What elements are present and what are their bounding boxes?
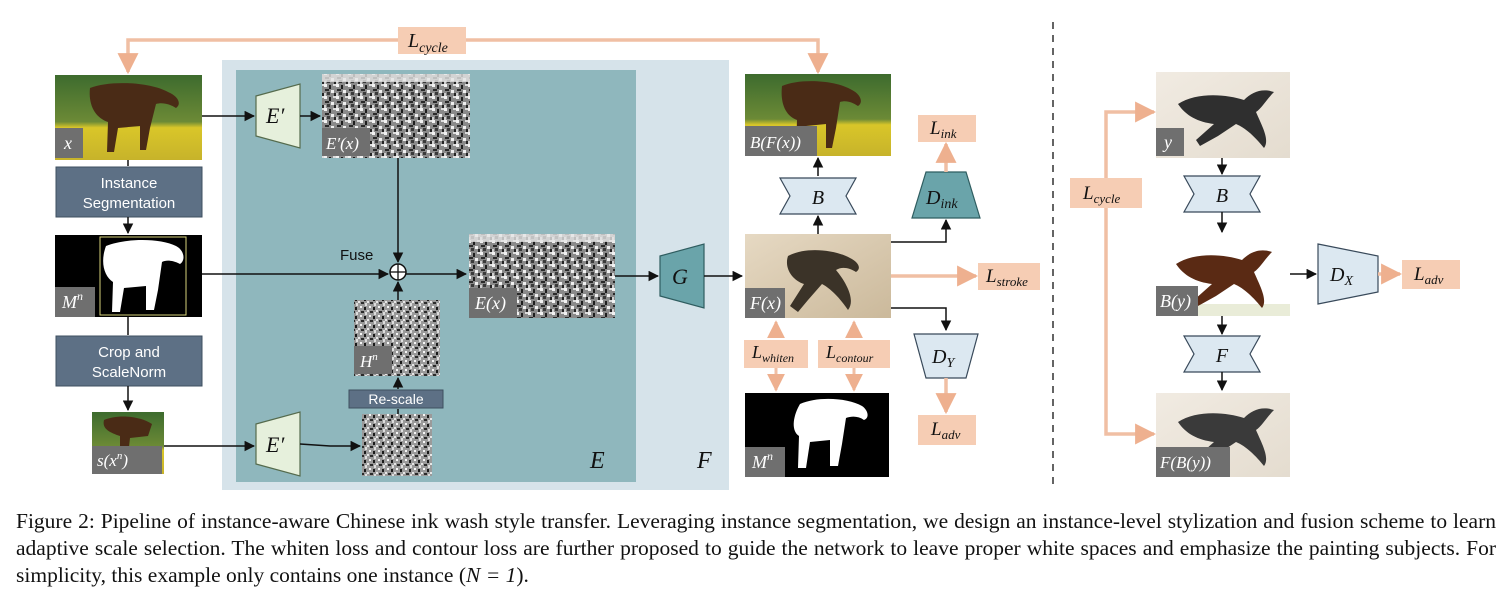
loss-cycle-top-box [398,27,466,54]
cycle-right-arrow-bottom [1104,208,1157,445]
loss-adv-mid-box [918,415,976,445]
mask-image-mn: Mn [55,235,202,317]
region-e-label: E [589,448,605,474]
encoder-top-block [255,83,301,149]
b-block-middle [778,177,858,215]
seg-box-line2: Segmentation [83,195,176,212]
crop-box-line1: Crop and [98,344,160,361]
encoder-top-label: E′ [265,103,285,128]
scaled-instance-image: s(xn) [92,412,164,474]
d-x-block [1317,243,1379,305]
fuse-operator [389,263,407,281]
feature-map-small [362,414,432,476]
ink-image-y: y [1156,72,1290,158]
loss-contour: Lcontour [825,342,874,365]
input-image-x: x [55,75,202,160]
svg-text:E(x): E(x) [474,293,506,314]
encoder-bottom-label: E′ [265,432,285,457]
d-x-label: DX [1329,264,1353,289]
d-ink-block [911,171,981,219]
caption-tail: ). [516,563,529,587]
real-image-by: B(y) [1156,236,1290,316]
b-block-middle-label: B [812,187,824,209]
loss-cycle-top: Lcycle [407,30,448,56]
arrow-fx-to-dink [891,218,952,243]
reconstruction-image-fby: F(B(y)) [1156,393,1290,477]
d-y-block [913,333,979,379]
loss-stroke-box [978,263,1040,290]
f-block-right [1182,335,1262,373]
svg-text:E′(x): E′(x) [325,134,359,153]
loss-adv-right-box [1402,260,1460,289]
f-block-right-label: F [1215,345,1229,367]
encoder-bottom-block [255,411,301,477]
figure-caption: Figure 2: Pipeline of instance-aware Chi… [16,508,1496,589]
region-f-label: F [696,448,712,474]
feature-map-hn: Hn [354,300,440,376]
seg-box-line1: Instance [101,175,158,192]
b-block-right [1182,175,1262,213]
feature-map-ex: E(x) [469,234,615,318]
loss-cycle-right-box [1070,178,1142,208]
feature-map-ex-prime: E′(x) [322,74,470,158]
rescale-box [348,389,444,409]
rescale-label: Re-scale [368,391,423,407]
cycle-loop-arrow [117,38,398,75]
svg-text:s(xn): s(xn) [97,450,128,470]
loss-adv-right: Ladv [1413,264,1444,287]
d-ink-label: Dink [925,187,958,212]
svg-text:B(y): B(y) [1160,291,1191,312]
arrow-fx-to-dy [891,307,952,332]
loss-whiten: Lwhiten [751,342,794,365]
instance-segmentation-box [55,166,203,218]
caption-math: N = 1 [466,563,517,587]
svg-text:Mn: Mn [751,449,773,472]
pipeline-diagram: E F Lcycle x Instance Segmentation Mn Cr… [55,22,1460,490]
d-y-label: DY [931,346,956,371]
loss-contour-box [818,340,890,368]
generator-block [659,243,705,309]
cycle-loop-arrow-right [466,38,829,75]
cycle-right-arrow-top [1104,101,1157,178]
svg-text:Mn: Mn [61,289,83,312]
svg-text:F(x): F(x) [749,293,781,314]
generator-label: G [672,264,688,289]
svg-text:B(F(x)): B(F(x)) [750,133,801,152]
reconstruction-image-bfx: B(F(x)) [745,74,891,156]
mask-image-output: Mn [745,393,889,477]
loss-stroke: Lstroke [985,266,1028,289]
crop-scalenorm-box [55,335,203,387]
svg-text:y: y [1162,132,1172,152]
fuse-label: Fuse [340,247,373,264]
loss-ink: Link [929,118,957,141]
loss-adv-mid: Ladv [930,419,961,442]
arrow-encoder-to-small [299,440,362,452]
caption-text: Figure 2: Pipeline of instance-aware Chi… [16,509,1496,587]
svg-text:Hn: Hn [359,351,378,371]
loss-ink-box [918,115,976,142]
crop-box-line2: ScaleNorm [92,364,166,381]
svg-text:x: x [63,133,72,153]
svg-text:F(B(y)): F(B(y)) [1159,453,1211,472]
stylized-image-fx: F(x) [745,234,891,318]
loss-whiten-box [744,340,808,368]
b-block-right-label: B [1216,185,1228,207]
loss-cycle-right: Lcycle [1082,183,1121,206]
